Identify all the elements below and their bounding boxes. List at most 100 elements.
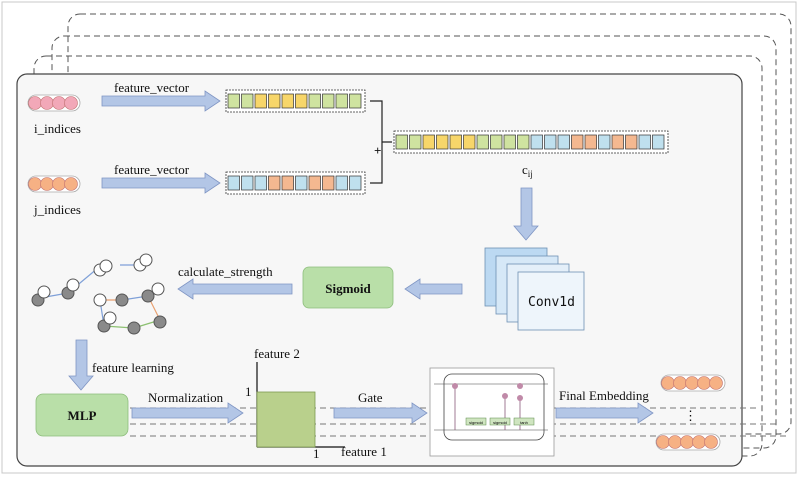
gate-sigmoid-a-label: sigmoid xyxy=(469,420,483,425)
arrow-to-conv1d xyxy=(513,187,539,241)
conv1d-label: Conv1d xyxy=(528,295,575,310)
i-index-ball xyxy=(40,96,54,110)
feature-vector-label-top: feature_vector xyxy=(114,80,190,95)
concat-vector-cell xyxy=(409,134,422,150)
normalization-label: Normalization xyxy=(148,390,224,405)
j-vector-cell xyxy=(322,175,335,191)
concat-vector-cell xyxy=(544,134,557,150)
embedding-bottom-ball xyxy=(692,435,706,449)
concat-vector-cell xyxy=(652,134,665,150)
i-vector-cell xyxy=(241,93,254,109)
concat-vector-cell xyxy=(598,134,611,150)
concat-vector-cell xyxy=(422,134,435,150)
i-indices-label: i_indices xyxy=(34,121,81,136)
axis-one-x: 1 xyxy=(313,446,320,461)
final-embedding-balls-top xyxy=(660,374,726,392)
mlp-box xyxy=(35,393,129,437)
j-vector-cell xyxy=(268,175,281,191)
vector-merge-bracket xyxy=(370,100,392,184)
j-vector-cell xyxy=(254,175,267,191)
concat-vector-cell xyxy=(517,134,530,150)
j-vector-cell xyxy=(349,175,362,191)
i-feature-vector xyxy=(225,89,366,113)
arrow-gate-to-embedding xyxy=(555,402,654,424)
concatenated-vector xyxy=(393,130,669,154)
concat-vector-cell xyxy=(503,134,516,150)
sigmoid-box xyxy=(302,266,394,309)
i-vector-cell xyxy=(295,93,308,109)
arrow-mlp-to-norm xyxy=(131,402,244,424)
gate-tanh-box xyxy=(513,417,535,426)
j-feature-vector xyxy=(225,171,366,195)
axis-one-y: 1 xyxy=(245,384,252,399)
plus-sign: + xyxy=(374,143,381,158)
mlp-label: MLP xyxy=(68,408,97,423)
conv1d-block xyxy=(517,271,585,331)
feature-vector-label-bottom: feature_vector xyxy=(114,162,190,177)
i-vector-cell xyxy=(254,93,267,109)
j-index-ball xyxy=(52,177,66,191)
embedding-top-ball xyxy=(685,376,699,390)
arrow-j-to-vector xyxy=(101,172,221,194)
concat-vector-cell xyxy=(449,134,462,150)
calculate-strength-label: calculate_strength xyxy=(178,264,273,279)
i-vector-cell xyxy=(335,93,348,109)
gate-sigmoid-a-box xyxy=(465,417,487,426)
i-vector-cell xyxy=(349,93,362,109)
concat-vector-cell xyxy=(625,134,638,150)
arrow-norm-to-gate xyxy=(333,402,428,424)
sigmoid-label: Sigmoid xyxy=(325,281,371,296)
i-index-ball xyxy=(64,96,78,110)
cij-subscript: ij xyxy=(528,169,533,179)
normalized-region xyxy=(256,391,316,448)
i-vector-cell xyxy=(227,93,240,109)
j-index-ball xyxy=(28,177,42,191)
final-embedding-label: Final Embedding xyxy=(559,388,649,403)
concat-vector-cell xyxy=(584,134,597,150)
concat-vector-cell xyxy=(611,134,624,150)
embedding-top-ball xyxy=(709,376,723,390)
feature2-label: feature 2 xyxy=(254,346,300,361)
concat-vector-cell xyxy=(557,134,570,150)
j-vector-cell xyxy=(241,175,254,191)
concat-vector-cell xyxy=(476,134,489,150)
embedding-bottom-ball xyxy=(656,435,670,449)
embedding-bottom-ball xyxy=(668,435,682,449)
concat-vector-cell xyxy=(638,134,651,150)
i-vector-cell xyxy=(308,93,321,109)
final-embedding-balls-bottom xyxy=(655,433,721,451)
feature-learning-label: feature learning xyxy=(92,360,174,375)
embedding-top-ball xyxy=(673,376,687,390)
arrow-conv-to-sigmoid xyxy=(404,278,463,300)
i-index-ball xyxy=(52,96,66,110)
j-indices-label: j_indices xyxy=(33,202,81,217)
i-vector-cell xyxy=(322,93,335,109)
cij-label: cij xyxy=(522,162,533,179)
j-vector-cell xyxy=(227,175,240,191)
arrow-graph-to-mlp xyxy=(68,339,94,391)
stacked-panel-1 xyxy=(33,55,763,457)
concat-vector-cell xyxy=(395,134,408,150)
i-vector-cell xyxy=(281,93,294,109)
j-vector-cell xyxy=(295,175,308,191)
embedding-top-ball xyxy=(661,376,675,390)
feature1-label: feature 1 xyxy=(341,444,387,459)
i-indices-balls xyxy=(27,94,81,112)
i-vector-cell xyxy=(268,93,281,109)
arrow-sigmoid-to-graph xyxy=(177,278,293,300)
embedding-bottom-ball xyxy=(680,435,694,449)
ellipsis-dots: ⋮ xyxy=(684,408,697,423)
gate-label: Gate xyxy=(358,390,383,405)
i-index-ball xyxy=(28,96,42,110)
concat-vector-cell xyxy=(463,134,476,150)
gate-sigmoid-b-box xyxy=(489,417,511,426)
j-index-ball xyxy=(40,177,54,191)
concat-vector-cell xyxy=(571,134,584,150)
concat-vector-cell xyxy=(490,134,503,150)
j-vector-cell xyxy=(281,175,294,191)
j-vector-cell xyxy=(335,175,348,191)
normalization-plot xyxy=(256,362,345,448)
concat-vector-cell xyxy=(436,134,449,150)
arrow-i-to-vector xyxy=(101,90,221,112)
